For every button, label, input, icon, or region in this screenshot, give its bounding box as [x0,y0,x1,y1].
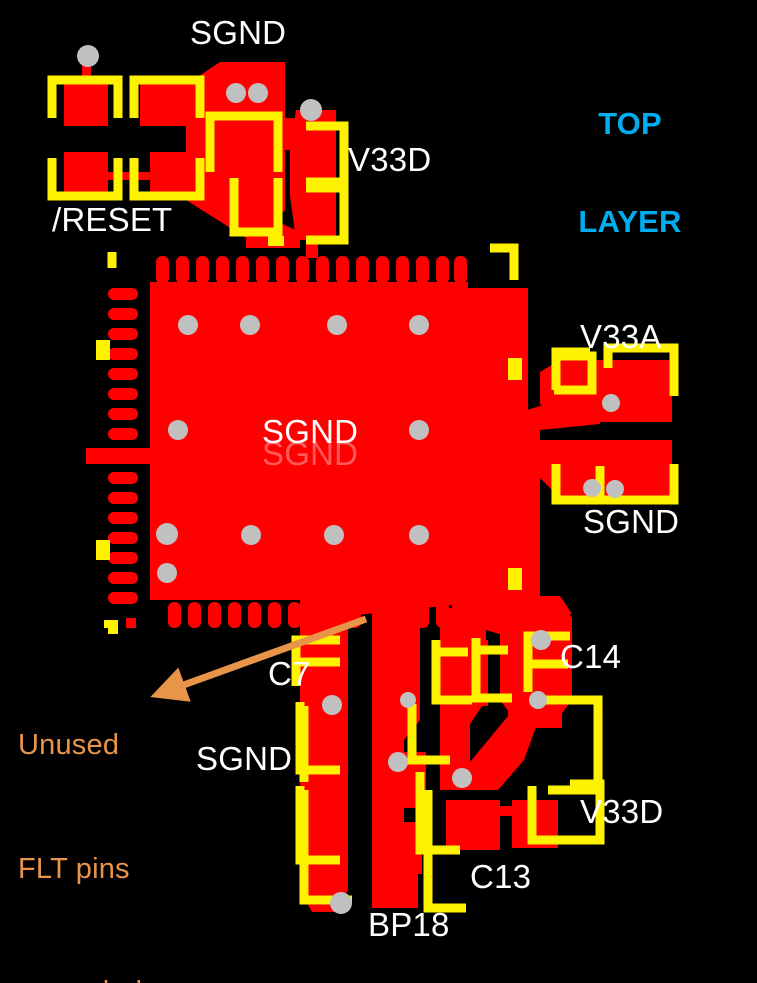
pad-sgnd-top-b [234,180,278,218]
ic-center-pad [150,288,468,600]
via-reset [77,45,99,67]
trace-reset-via [82,58,91,86]
silk-sgnd-top-b [229,178,283,237]
silk-c14-top [523,631,570,692]
pad-left-marker [126,618,136,628]
silk-c13-left [527,786,570,845]
silk-sgndr-a [551,464,600,505]
silk-v33a-big [603,343,679,396]
via-layer [77,45,624,914]
annotation-arrow [150,615,368,702]
via-grid [240,315,260,335]
pour-col2 [372,608,420,880]
via-sgnd-top-1 [226,83,246,103]
pad-sgnd-top-a [218,128,272,168]
via-bp18 [330,892,352,914]
silk-reset-1b [47,158,123,201]
silk-reset-2a [129,75,205,118]
silk-reset-1a [47,75,123,118]
silk-reset-2b [129,158,205,201]
via-grid [156,523,178,545]
pour-c7-column [300,600,348,912]
via-sgndr-2 [606,480,624,498]
annotation-arrow-group [150,615,368,702]
silkscreen-layer [47,75,679,913]
pour-top-sgnd-skirt [186,124,300,248]
via-grid [409,315,429,335]
via-col2-top [400,692,416,708]
via-grid [178,315,198,335]
silk-tick-bl [104,620,118,634]
via-grid [324,525,344,545]
pad-sgndr-b [614,444,672,494]
pad-reset-1a [64,82,108,126]
via-grid [168,420,188,440]
ic-top-edge-bar [150,282,468,292]
trace-c14-down [470,716,540,790]
via-c7 [322,695,342,715]
silk-col2-low [415,772,460,855]
pad-c13-a [446,800,500,850]
silk-sgndr-b [595,464,679,505]
silk-col2-top [431,640,472,705]
via-grid [241,525,261,545]
silk-tick-l1 [96,340,110,360]
trace-c13-join [496,806,518,816]
silk-c7-top [291,635,340,686]
via-grid [327,315,347,335]
via-v33d-top [300,99,322,121]
via-col3 [452,768,472,788]
silk-corner-tr [490,243,519,280]
silk-col3-top [471,638,512,703]
via-grid [409,525,429,545]
pad-col2-b [378,822,422,874]
trace-left-out [86,450,116,462]
pad-v33d-top-b [300,186,336,236]
via-c14-bot [529,691,547,709]
ic-pads-right-upper [478,288,508,420]
silk-c14-body [540,695,603,795]
pour-v33a-trace [480,400,600,436]
silk-v33d-tick [268,236,284,246]
silk-tick-l2 [96,540,110,560]
pad-v33a-b [612,368,672,418]
silk-v33a-small [554,351,597,395]
ic-pads-right-lower [478,468,508,590]
via-v33a [602,394,620,412]
ic-pads-left [86,288,150,604]
ic-pads-top [156,256,467,284]
silk-sgnd-top-a [205,111,283,172]
silk-c13-right [562,779,605,845]
via-grid [157,563,177,583]
via-sgndr-1 [583,479,601,497]
silk-v33d-a [306,121,349,187]
pad-bp18 [372,870,418,908]
via-grid [409,420,429,440]
silk-tick-r1 [508,358,522,380]
via-sgnd-top-2 [248,83,268,103]
trace-sgnd-right-in [476,452,556,472]
silk-tick-r2 [508,568,522,590]
silk-v33d-b [306,183,349,245]
silk-col2-low2 [423,790,466,913]
via-c14-top [531,630,551,650]
pad-reset-1b [64,152,108,196]
via-col2 [388,752,408,772]
silk-col2-mid [407,704,450,765]
